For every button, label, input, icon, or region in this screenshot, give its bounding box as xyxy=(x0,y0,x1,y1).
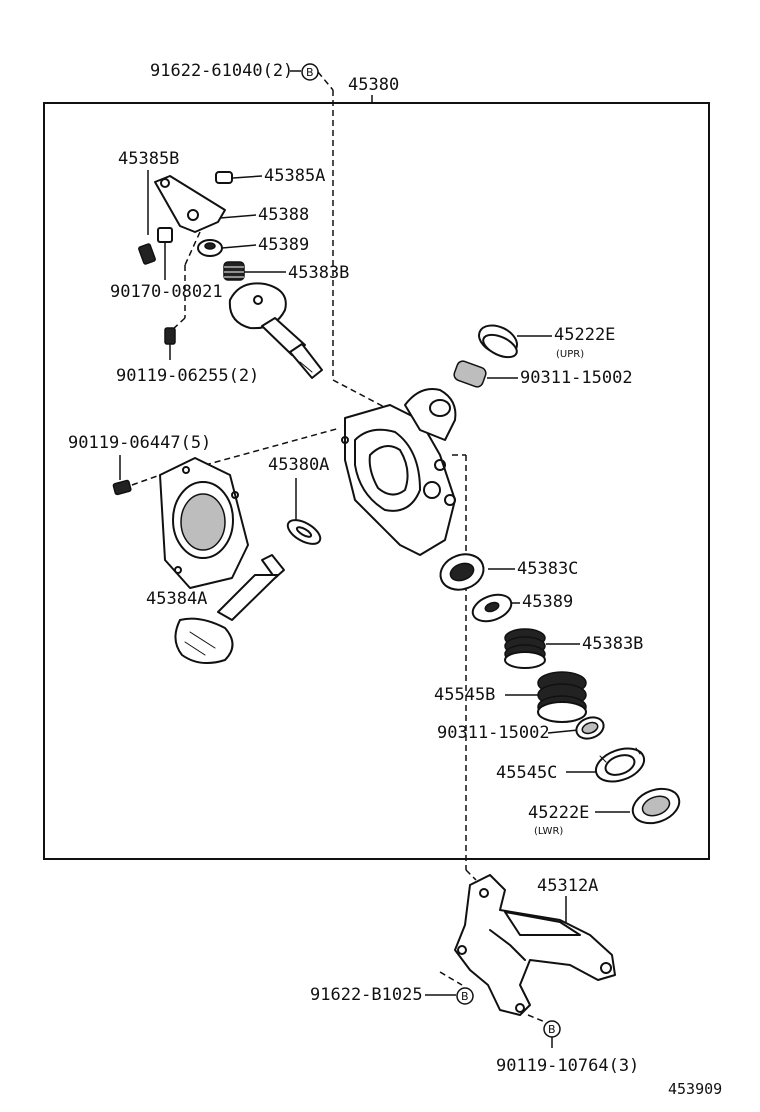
part-sector-shaft-lower xyxy=(174,554,285,665)
label-45389-bottom[interactable]: 45389 xyxy=(522,592,573,612)
part-bracket-plate xyxy=(154,175,226,233)
label-45380A[interactable]: 45380A xyxy=(268,455,329,475)
svg-text:B: B xyxy=(306,66,314,79)
marker-b-top: B xyxy=(301,63,319,81)
label-45385B[interactable]: 45385B xyxy=(118,149,179,169)
part-90311-15002-bottom-bearing xyxy=(575,716,605,740)
label-45388[interactable]: 45388 xyxy=(258,205,309,225)
label-90119-10764[interactable]: 90119-10764(3) xyxy=(496,1056,639,1076)
part-sector-shaft-top xyxy=(228,282,323,379)
part-90311-15002-top-bearing xyxy=(453,360,487,388)
label-45383C[interactable]: 45383C xyxy=(517,559,578,579)
part-45389-top-washer xyxy=(197,239,223,257)
part-45380A-shim xyxy=(286,519,322,545)
part-45222E-upper-seal xyxy=(478,324,518,359)
label-91622-61040[interactable]: 91622-61040(2) xyxy=(150,61,293,81)
label-45545B[interactable]: 45545B xyxy=(434,685,495,705)
part-90170-08021-nut xyxy=(157,227,173,243)
part-90119-06447-bolt xyxy=(112,479,132,496)
label-90311-15002-top[interactable]: 90311-15002 xyxy=(520,368,633,388)
label-45380[interactable]: 45380 xyxy=(348,75,399,95)
label-45222E-lwr[interactable]: 45222E xyxy=(528,803,589,823)
assembly-box-45380 xyxy=(43,102,710,860)
part-45222E-lower-seal xyxy=(631,787,681,825)
part-gear-housing xyxy=(341,388,457,556)
label-45222E-upr[interactable]: 45222E xyxy=(554,325,615,345)
label-45385A[interactable]: 45385A xyxy=(264,166,325,186)
label-45545C[interactable]: 45545C xyxy=(496,763,557,783)
part-45545C-lock-nut xyxy=(594,747,646,783)
label-90119-06447[interactable]: 90119-06447(5) xyxy=(68,433,211,453)
part-45383B-top-spring xyxy=(223,261,245,281)
label-45384A[interactable]: 45384A xyxy=(146,589,207,609)
label-90170-08021[interactable]: 90170-08021 xyxy=(110,282,223,302)
part-45312A-bracket xyxy=(454,874,616,1016)
label-45312A[interactable]: 45312A xyxy=(537,876,598,896)
label-91622-B1025[interactable]: 91622-B1025 xyxy=(310,985,423,1005)
label-45383B-top[interactable]: 45383B xyxy=(288,263,349,283)
part-45389-bottom-washer xyxy=(471,593,513,623)
label-45383B-bottom[interactable]: 45383B xyxy=(582,634,643,654)
label-45389-top[interactable]: 45389 xyxy=(258,235,309,255)
marker-b-middle: B xyxy=(456,987,474,1005)
diagram-id: 453909 xyxy=(668,1080,722,1098)
part-45385A-pin xyxy=(215,171,233,184)
label-90311-15002-bottom[interactable]: 90311-15002 xyxy=(437,723,550,743)
label-upr: (UPR) xyxy=(556,349,584,360)
part-90119-06255-screw xyxy=(164,327,176,345)
marker-b-bottom: B xyxy=(543,1020,561,1038)
svg-text:B: B xyxy=(548,1023,556,1036)
part-45383C-bearing xyxy=(439,553,485,591)
part-45383B-bottom-spring xyxy=(504,628,546,669)
part-45384A-cover xyxy=(159,457,249,589)
part-small-screw xyxy=(138,243,156,265)
label-lwr: (LWR) xyxy=(534,826,563,837)
svg-text:B: B xyxy=(461,990,469,1003)
part-45545B-adjuster xyxy=(537,671,587,723)
label-90119-06255[interactable]: 90119-06255(2) xyxy=(116,366,259,386)
